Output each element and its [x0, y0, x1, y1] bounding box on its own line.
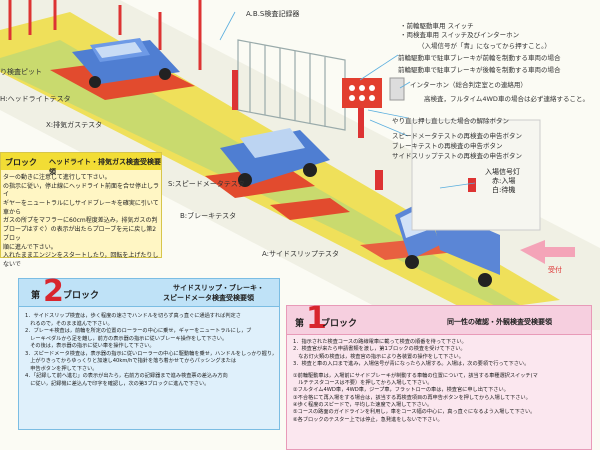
- block2-label: ブロック: [63, 291, 100, 301]
- block1-header: 第 1 ブロック 同一性の確認・外観検査受検要領: [287, 301, 591, 336]
- signal-lamp: [468, 178, 476, 192]
- signal-wait-label: 白:待機: [492, 186, 516, 194]
- block2-dai: 第: [31, 291, 41, 301]
- signal-building: [411, 119, 541, 231]
- block1-line: ①前輪駆動車は，入場前にサイドブレーキが制動する車輪の位置について，該当する車種…: [293, 372, 538, 379]
- block3-line: ブロープはすぐ）の表示が出たらプローブを元に戻し第2ブロッ: [3, 226, 157, 242]
- block2-line: 2．ブレーキ検査は，前輪を所定の位置のローラーの中心に乗せ，ギャーをニュートラル…: [25, 328, 252, 335]
- note-fwd-switch: ・前輪駆動車用 スイッチ: [400, 22, 474, 30]
- block1-dai: 第: [295, 319, 305, 329]
- block1-line: ②フルタイム4WD車，4WD車，ジープ車，フラットローの車は，検査官に申し出て下…: [293, 387, 509, 394]
- note-intercom: インターホン（総合判定室との連絡用）: [410, 81, 527, 89]
- block1-line: ⑥各ブロックのテスター上では停止，急発進をしないで下さい。: [293, 416, 443, 423]
- block2-line: に従い，記録機に差込んで印字を確認し，次の第3ブロックに進んで下さい。: [25, 380, 210, 387]
- block2-line: 3．スピードメータ検査は，表示器の指示に従いローラーの中心に駆動輪を乗せ，ハンド…: [25, 350, 277, 357]
- block3-title: ヘッドライト・排気ガス検査受検要領: [49, 158, 161, 176]
- block3-line: ガスの所プをマフラーに60cm程度差込み，排気ガスの判: [3, 217, 158, 225]
- block3-line: の指示に従い，停止線にヘッドライト前面を合せ停止しライ: [3, 182, 160, 199]
- block1-line: ③不合格にて再入場をする場合は，該当する再検査項目の再申告ボタンを押してから入場…: [293, 394, 531, 401]
- block1-line: 3．検査と車の入口まで進み，入場信号が青になったら入場する。入場は，次の要領で行…: [293, 361, 530, 368]
- note-sideslip-retest: サイドスリップテストの再検査の申告ボタン: [392, 152, 522, 160]
- block2-line: レーキペダルから足を離し，前方の表示器の指示に従いブレーキ操作をして下さい。: [25, 335, 228, 342]
- brake-plate: [270, 198, 350, 220]
- headlight-tester-label: H:ヘッドライトテスタ: [0, 95, 71, 103]
- block3-line: ギヤーをニュートラルにしサイドブレーキを確実に引いて車から: [3, 200, 159, 216]
- block1-line: 2．検査官が来たら申請書類を渡し，第1ブロックの検査を受けて下さい。: [293, 346, 466, 353]
- note-signal-blue: （入場信号が「青」になってから押すこと。）: [418, 42, 551, 50]
- block2-line: 1．サイドスリップ検査は，歩く程度の速さでハンドルを切らず真っ直ぐに通過すれば判…: [25, 313, 241, 319]
- speed-tester-label: S:スピードメータテスタ: [168, 180, 245, 188]
- block1-label: ブロック: [321, 319, 358, 329]
- block1-line: ルチテスタコースは不要）を押してから入場して下さい。: [293, 379, 433, 386]
- block1-body: 1．指示された検査コースの路線電車に載って検査の順番を待って下さい。 2．検査官…: [293, 339, 589, 424]
- block2-title-2: スピードメータ検査受検要領: [163, 294, 254, 302]
- reception-arrow: [520, 240, 575, 264]
- speed-post: [375, 170, 383, 190]
- block3-line: 順に進んで下さい。: [3, 243, 57, 251]
- block1-line: なお灯火類の検査は，検査官の指示により各装置の操作をして下さい。: [293, 353, 464, 360]
- note-speed-retest: スピードメータテストの再検査の申告ボタン: [392, 132, 522, 140]
- note-4wd: 高検査，フルタイム4WD車の場合は必ず連絡すること。: [424, 95, 589, 103]
- signal-title-label: 入場信号灯: [485, 168, 520, 176]
- van-car: [72, 38, 180, 88]
- pit-label: り検査ピット: [0, 68, 42, 76]
- block2-body: 1．サイドスリップ検査は，歩く程度の速さでハンドルを切らず真っ直ぐに通過すれば判…: [25, 313, 277, 388]
- block1-number: 1: [306, 301, 327, 336]
- note-rear-brake: 前輪駆動車で駐車ブレーキが後輪を制動する車両の場合: [398, 66, 561, 74]
- block2-line: 上がりきってからゆっくりと加速し40km/hで指針を落ち着かせてからパッシングま…: [25, 358, 237, 365]
- signal-red-label: 赤:入場: [492, 177, 516, 185]
- block3-line: ターの動きに注意して進行して下さい。: [3, 174, 111, 181]
- block3-label: ブロック: [5, 158, 37, 167]
- block3-body: ターの動きに注意して進行して下さい。 の指示に従い，停止線にヘッドライト前面を合…: [3, 174, 159, 270]
- block2-title-1: サイドスリップ・ブレーキ・: [173, 284, 264, 292]
- block2-line: 申告ボタンを押して下さい。: [25, 365, 98, 372]
- block1-title: 同一性の確認・外観検査受検要領: [447, 318, 552, 326]
- block1-line: 1．指示された検査コースの路線電車に載って検査の順番を待って下さい。: [293, 339, 467, 345]
- block2-number: 2: [43, 274, 64, 309]
- note-brake-retest: ブレーキテストの再検査の申告ボタン: [392, 142, 503, 150]
- block2-panel: 第 2 ブロック サイドスリップ・ブレーキ・ スピードメータ検査受検要領 1．サ…: [18, 274, 280, 430]
- intercom: [389, 77, 405, 101]
- reception-label: 受付: [548, 266, 562, 274]
- block3-panel: ブロック ヘッドライト・排気ガス検査受検要領 ターの動きに注意して進行して下さい…: [0, 152, 162, 268]
- note-redo-button: やり直し押し直しした場合の解除ボタン: [392, 117, 509, 125]
- block3-header: ブロック ヘッドライト・排気ガス検査受検要領: [1, 153, 161, 176]
- block1-line: ⑤コースの路面のガイドラインを利用し，車をコース幅の中心に，真っ直ぐになるよう入…: [293, 409, 536, 416]
- sedan-car: [220, 128, 330, 187]
- block2-line: その後は，表示器の指示に従い車を操作して下さい。: [25, 343, 155, 350]
- exhaust-tester-label: X:排気ガステスタ: [46, 121, 103, 129]
- block1-line: ④歩く程度のスピードで，平均した速度で入場して下さい。: [293, 402, 433, 408]
- block2-header: 第 2 ブロック サイドスリップ・ブレーキ・ スピードメータ検査受検要領: [19, 274, 279, 309]
- sideslip-tester-label: A:サイドスリップテスタ: [262, 250, 340, 258]
- block2-line: れるので，そのまま進んで下さい。: [25, 320, 113, 327]
- note-front-brake: 前輪駆動車で駐車ブレーキが前輪を制動する車両の場合: [398, 54, 561, 62]
- block1-panel: 第 1 ブロック 同一性の確認・外観検査受検要領 1．指示された検査コースの路線…: [286, 301, 592, 450]
- block2-line: 4．「記録して前へ進む」の表示が出たら，右前方の記録器まで進み検査票の差込み方向: [25, 373, 228, 380]
- speed-plate: [205, 166, 315, 198]
- abs-recorder: [232, 70, 238, 110]
- brake-tester-label: B:ブレーキテスタ: [180, 212, 237, 220]
- block3-line: 入れたままエンジンをスタートしたり，回転を上げたりしないで: [3, 252, 159, 268]
- control-panel: [342, 78, 382, 138]
- note-both-switch: ・両検査車用 スイッチ及びインターホン: [400, 31, 520, 39]
- headlight-frame: [8, 0, 202, 70]
- abs-recorder-label: A.B.S検査記録器: [246, 10, 300, 18]
